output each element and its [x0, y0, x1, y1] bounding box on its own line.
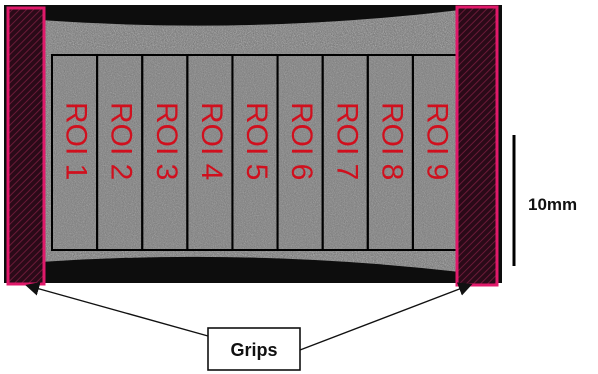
roi-label-7: ROI 7: [330, 102, 363, 180]
roi-label-6: ROI 6: [285, 102, 318, 180]
roi-grid: ROI 1 ROI 2 ROI 3 ROI 4 ROI 5 ROI 6 ROI 7 ROI 8…: [51, 54, 459, 251]
roi-label-4: ROI 4: [195, 102, 228, 180]
specimen-surface: [40, 5, 460, 283]
grips-label: Grips: [230, 340, 277, 360]
roi-label-5: ROI 5: [240, 102, 273, 180]
right-grip-arrow: [299, 282, 473, 351]
roi-label-9: ROI 9: [421, 102, 454, 180]
right-grip: [455, 5, 499, 287]
scale-bar-label: 10mm: [528, 195, 577, 214]
grips-label-box: [207, 327, 301, 371]
roi-label-8: ROI 8: [375, 102, 408, 180]
left-grip: [6, 6, 46, 286]
roi-label-3: ROI 3: [150, 102, 183, 180]
roi-label-2: ROI 2: [105, 102, 138, 180]
roi-label-1: ROI 1: [60, 102, 93, 180]
left-grip-arrow: [25, 282, 209, 337]
